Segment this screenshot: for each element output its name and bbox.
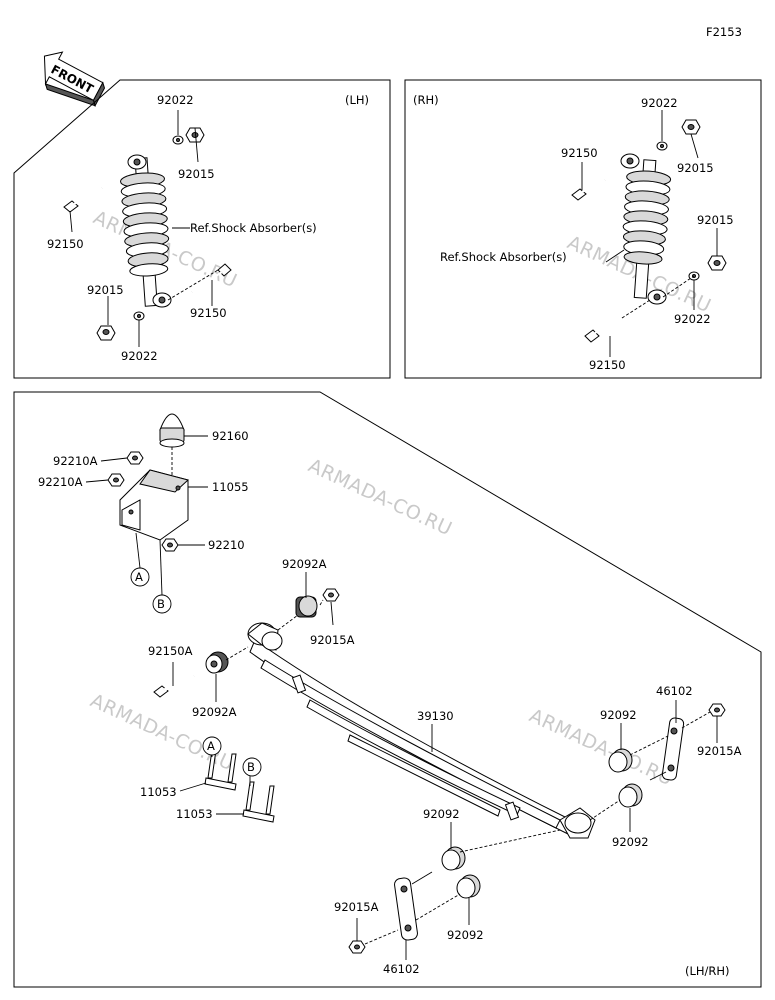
label-92092A-top: 92092A xyxy=(282,557,327,571)
watermark-main-1: ARMADA-CO.RU xyxy=(305,455,456,541)
rh-bolt-92150-top xyxy=(571,179,606,201)
lh-washer-92022-top xyxy=(172,135,184,145)
shackle-46102-bot xyxy=(394,871,433,941)
label-92092-c1: 92092 xyxy=(423,807,460,821)
lh-panel-title: (LH) xyxy=(345,93,369,107)
bushing-92092-r1 xyxy=(608,748,633,773)
bolt-92150A xyxy=(153,674,195,698)
nut-92015A-right xyxy=(708,703,726,717)
nut-92210A-2 xyxy=(107,473,125,487)
label-92015A-top: 92015A xyxy=(310,633,355,647)
label-92015A-right: 92015A xyxy=(697,744,742,758)
rh-label-92022-top: 92022 xyxy=(641,96,678,110)
label-92160: 92160 xyxy=(212,429,249,443)
ref-circle-b-top xyxy=(152,594,172,614)
label-92092-r2: 92092 xyxy=(612,835,649,849)
lh-bolt-92150-bot xyxy=(191,263,232,293)
lh-label-92150-bot: 92150 xyxy=(190,306,227,320)
nut-92015A-bot xyxy=(348,940,366,954)
rh-shock-absorber xyxy=(620,153,672,305)
ref-circle-b-bot xyxy=(242,757,262,777)
ref-a-top: A xyxy=(135,570,143,584)
label-92092-c2: 92092 xyxy=(447,928,484,942)
rh-label-92015-top: 92015 xyxy=(677,161,714,175)
label-92150A: 92150A xyxy=(148,644,193,658)
rh-label-92150-top: 92150 xyxy=(561,146,598,160)
u-bolt-11053-2 xyxy=(242,781,275,823)
label-46102-right: 46102 xyxy=(656,684,693,698)
lh-bolt-92150-top xyxy=(63,187,103,213)
rh-panel-frame xyxy=(404,79,762,379)
nut-92015A-top xyxy=(322,588,340,602)
ref-circle-a-bot xyxy=(202,736,222,756)
rh-bolt-92150-bot xyxy=(584,317,623,343)
lh-nut-92015-bot xyxy=(96,325,116,341)
label-11055: 11055 xyxy=(212,480,249,494)
figure-code: F2153 xyxy=(706,25,742,39)
lh-label-92015-bot: 92015 xyxy=(87,283,124,297)
nut-92210A-1 xyxy=(126,451,144,465)
lh-label-92015-top: 92015 xyxy=(178,167,215,181)
lh-label-92022-bot: 92022 xyxy=(121,349,158,363)
nut-92210 xyxy=(161,538,179,552)
bushing-92092A-top xyxy=(295,595,318,618)
bracket-11055 xyxy=(119,469,190,541)
label-92210: 92210 xyxy=(208,538,245,552)
ref-circle-a-top xyxy=(130,567,150,587)
rh-ref-shock: Ref.Shock Absorber(s) xyxy=(440,250,567,264)
main-panel-title: (LH/RH) xyxy=(685,964,730,978)
main-panel-frame xyxy=(13,391,762,988)
label-92210A-1: 92210A xyxy=(53,454,98,468)
lh-ref-shock: Ref.Shock Absorber(s) xyxy=(190,221,317,235)
bushing-92092A-bot xyxy=(205,651,229,674)
lh-nut-92015-top xyxy=(185,127,205,143)
lh-panel-frame xyxy=(13,79,391,379)
leaf-spring-39130 xyxy=(247,622,596,839)
bushing-92092-r2 xyxy=(618,783,643,808)
bushing-92092-c2 xyxy=(456,874,481,899)
label-92210A-2: 92210A xyxy=(38,475,83,489)
front-arrow-icon xyxy=(43,51,106,108)
rh-washer-92022-top xyxy=(656,141,668,151)
label-92092A-bot: 92092A xyxy=(192,705,237,719)
lh-label-92022-top: 92022 xyxy=(157,93,194,107)
label-11053-2: 11053 xyxy=(176,807,213,821)
lh-shock-absorber xyxy=(120,154,172,308)
rh-panel-title: (RH) xyxy=(413,93,439,107)
rh-nut-92015-top xyxy=(681,119,701,135)
label-39130: 39130 xyxy=(417,709,454,723)
rh-label-92022-bot: 92022 xyxy=(674,312,711,326)
ref-b-top: B xyxy=(157,597,165,611)
bushing-92092-c1 xyxy=(441,846,466,871)
label-92015A-bot: 92015A xyxy=(334,900,379,914)
label-46102-bot: 46102 xyxy=(383,962,420,976)
rh-label-92150-bot: 92150 xyxy=(589,358,626,372)
rh-label-92015-mid: 92015 xyxy=(697,213,734,227)
ref-a-bot: A xyxy=(207,739,215,753)
watermark-main-2: ARMADA-CO.RU xyxy=(87,690,238,776)
shackle-46102-right xyxy=(649,717,685,781)
lh-washer-92022-bot xyxy=(133,311,145,321)
bump-stop-92160 xyxy=(159,413,185,448)
label-11053-1: 11053 xyxy=(140,785,177,799)
label-92092-r1: 92092 xyxy=(600,708,637,722)
rh-nut-92015-mid xyxy=(707,255,727,271)
ref-b-bot: B xyxy=(247,760,255,774)
lh-label-92150-top: 92150 xyxy=(47,237,84,251)
